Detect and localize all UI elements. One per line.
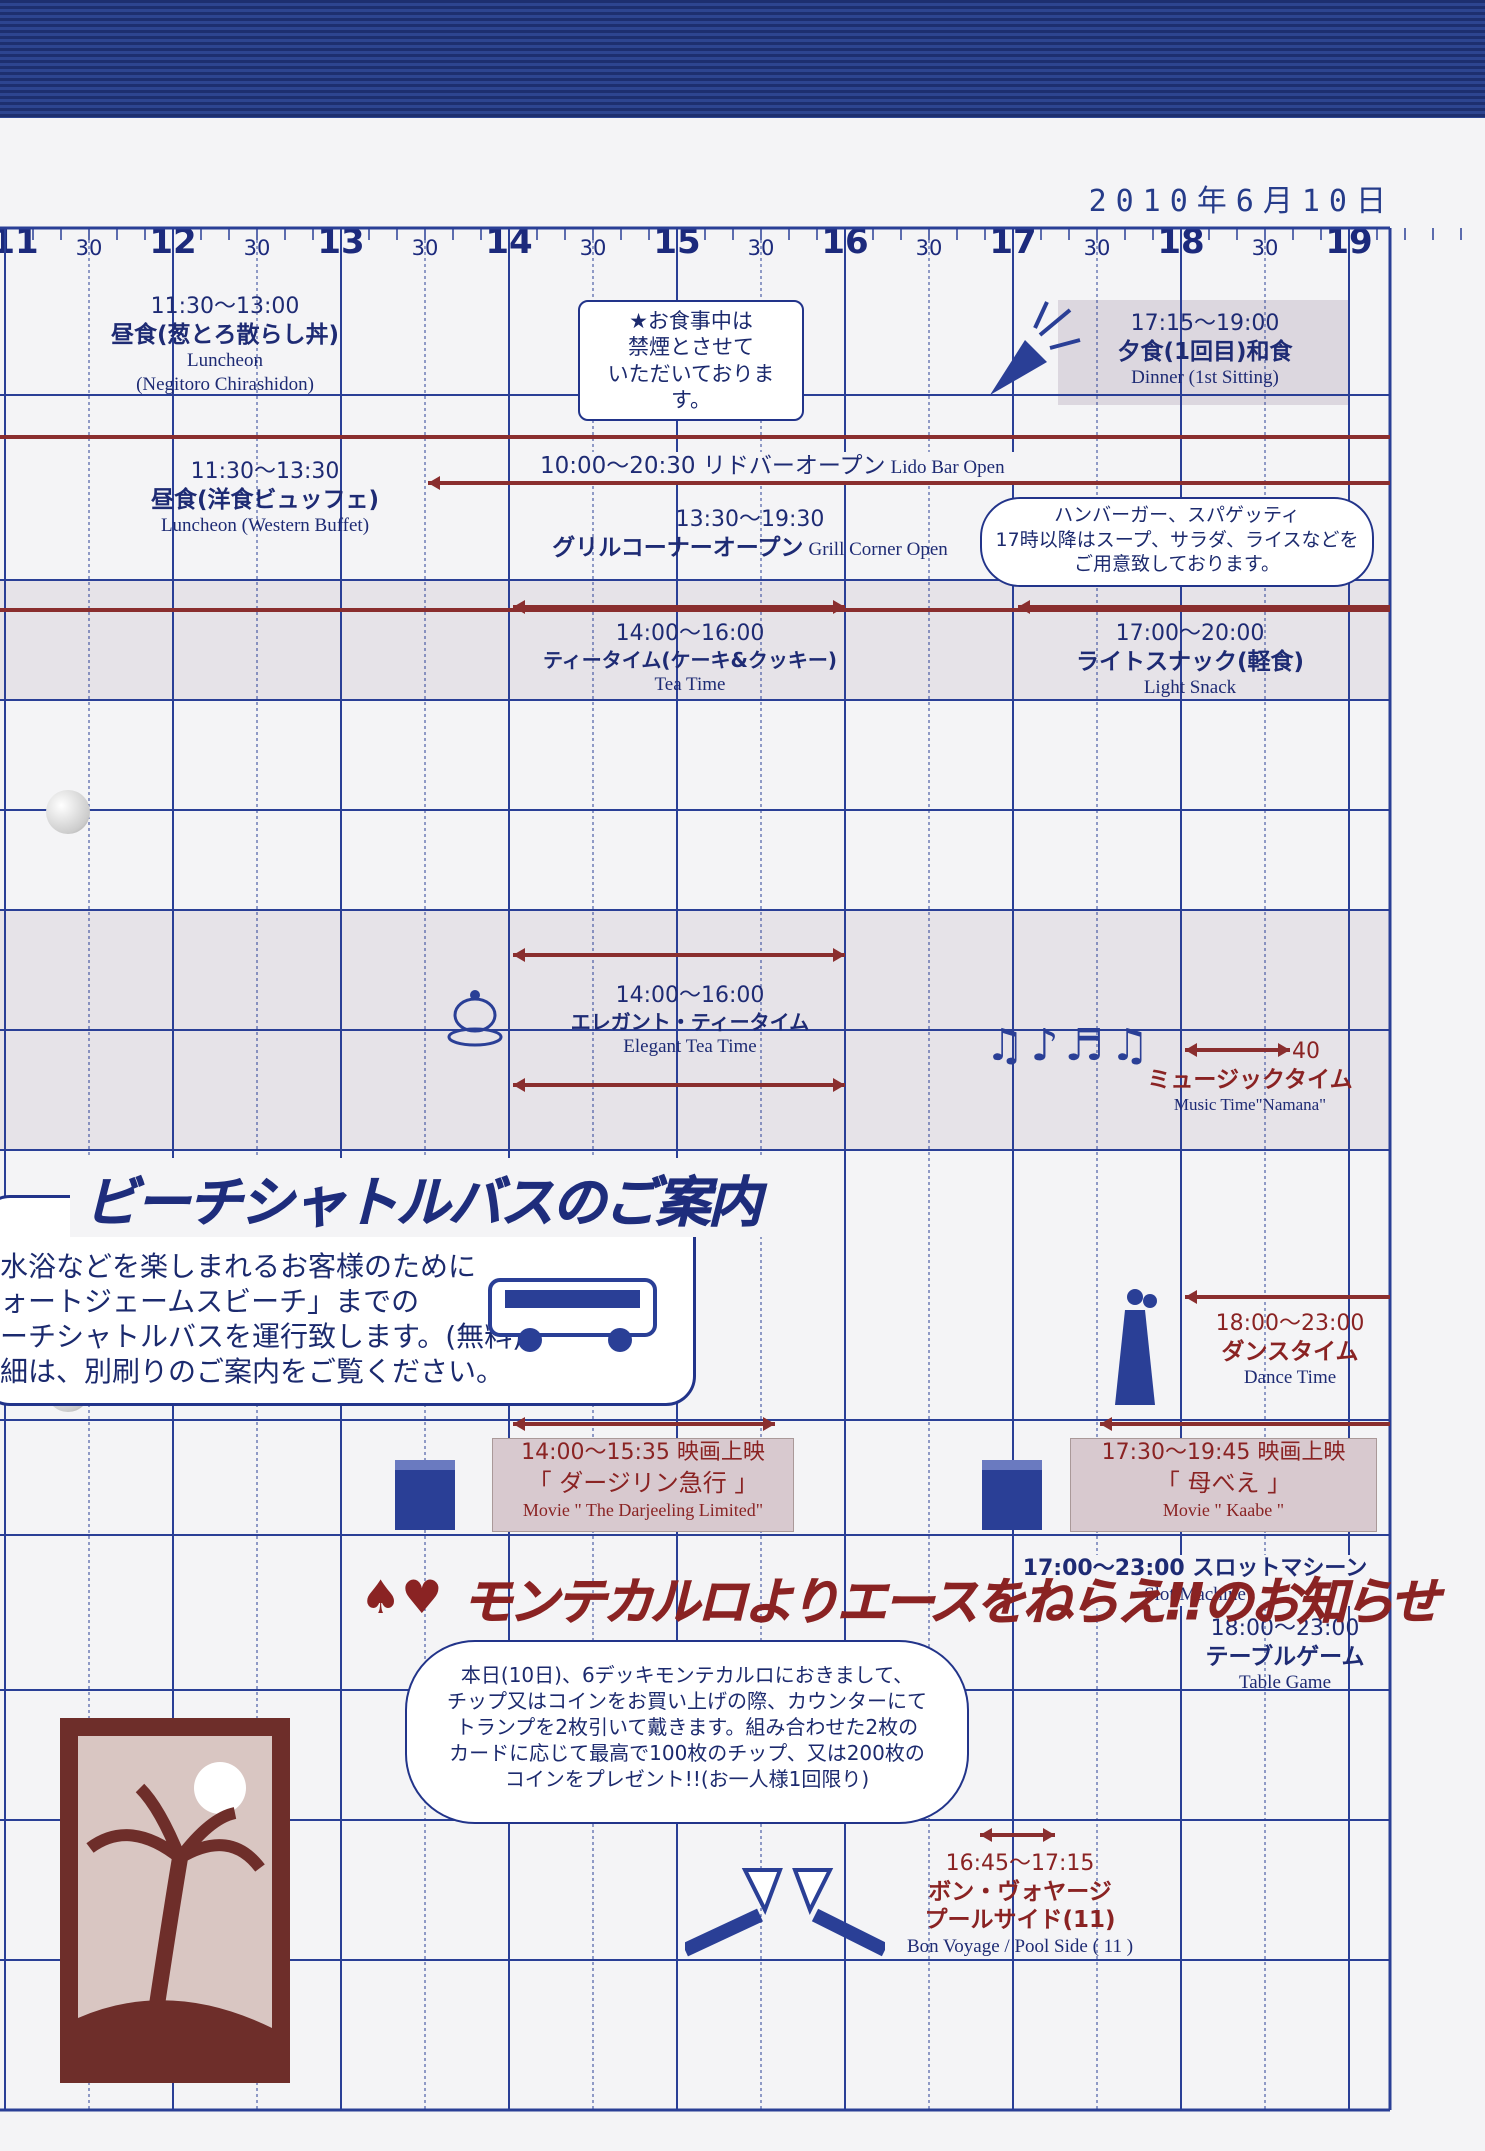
arrow-head <box>833 600 845 614</box>
arrow-head <box>1100 1417 1112 1431</box>
clapperboard-icon <box>982 1460 1042 1530</box>
shuttle-text: ォートジェームスビーチ」までの <box>0 1285 420 1318</box>
dancers-icon <box>1115 1289 1157 1405</box>
event-lunch-buffet: 11:30〜13:30 昼食(洋食ビュッフェ) Luncheon (Wester… <box>150 459 380 537</box>
arrow-head <box>1018 600 1030 614</box>
party-popper-icon <box>990 301 1081 395</box>
event-tea-time: 14:00〜16:00 ティータイム(ケーキ&クッキー) Tea Time <box>542 621 838 695</box>
teapot-icon <box>447 990 503 1047</box>
event-music: 40 ミュージックタイム Music Time"Namana" <box>1147 1039 1353 1115</box>
shade-dinner <box>1058 300 1348 405</box>
palm-tree-artwork <box>60 1718 290 2083</box>
arrow-head <box>763 1417 775 1431</box>
arrow-head <box>1185 1290 1197 1304</box>
arrow-head <box>513 948 525 962</box>
shuttle-text: 水浴などを楽しまれるお客様のために <box>0 1250 477 1283</box>
event-slot: 17:00〜23:00 スロットマシーン Slot Machine <box>1020 1555 1370 1607</box>
event-dance: 18:00〜23:00 ダンスタイム Dance Time <box>1215 1311 1365 1389</box>
event-lido-bar: 10:00〜20:30 リドバーオープン Lido Bar Open <box>540 452 1060 481</box>
arrow-head <box>428 476 440 490</box>
event-bon-voyage: 16:45〜17:15 ボン・ヴォヤージ プールサイド(11) Bon Voya… <box>906 1851 1134 1957</box>
shade-row-lunch <box>0 580 1390 700</box>
arrow-head <box>1278 1043 1290 1057</box>
arrow-head <box>513 600 525 614</box>
shuttle-title: ビーチシャトルバスのご案内 <box>70 1158 774 1237</box>
grill-note-bubble: ハンバーガー、スパゲッティ 17時以降はスープ、サラダ、ライスなどを ご用意致し… <box>980 497 1374 587</box>
arrow-head <box>1185 1043 1197 1057</box>
event-lunch-negitoro: 11:30〜13:00 昼食(葱とろ散らし丼) Luncheon (Negito… <box>110 294 340 395</box>
monte-carlo-title: モンテカルロよりエースをねらえ!!のお知らせ <box>461 1573 1440 1632</box>
clapperboard-icon <box>395 1460 455 1530</box>
arrow-head <box>1043 1828 1055 1842</box>
bus-icon <box>488 1278 657 1352</box>
arrow-head <box>513 1417 525 1431</box>
header-banner <box>0 0 1485 118</box>
shuttle-text: ーチシャトルバスを運行致します。(無料) <box>0 1320 524 1353</box>
event-dinner: 17:15〜19:00 夕食(1回目)和食 Dinner (1st Sittin… <box>1117 311 1293 389</box>
toast-glasses-icon <box>685 1868 885 1957</box>
arrow-head <box>513 1078 525 1092</box>
punch-hole <box>46 790 90 834</box>
event-table-game: 18:00〜23:00 テーブルゲーム Table Game <box>1205 1616 1365 1694</box>
event-movie-2: 17:30〜19:45 映画上映 「 母べえ 」 Movie " Kaabe " <box>1070 1438 1377 1532</box>
no-smoking-note: ★お食事中は 禁煙とさせて いただいております。 <box>578 300 804 421</box>
event-movie-1: 14:00〜15:35 映画上映 「 ダージリン急行 」 Movie " The… <box>492 1438 794 1532</box>
shuttle-text: 細は、別刷りのご案内をご覧ください。 <box>0 1355 505 1388</box>
arrow-head <box>833 948 845 962</box>
arrow-head <box>833 1078 845 1092</box>
music-notes-icon: ♫♪♬♫ <box>985 1020 1156 1071</box>
monte-carlo-bubble: 本日(10日)、6デッキモンテカルロにおきまして、 チップ又はコインをお買い上げ… <box>405 1640 969 1824</box>
event-light-snack: 17:00〜20:00 ライトスナック(軽食) Light Snack <box>1075 621 1305 699</box>
event-grill: 13:30〜19:30 グリルコーナーオープン Grill Corner Ope… <box>552 507 948 561</box>
event-elegant-tea: 14:00〜16:00 エレガント・ティータイム Elegant Tea Tim… <box>570 983 810 1057</box>
playing-cards-icon: ♠♥ <box>360 1570 443 1624</box>
arrow-head <box>980 1828 992 1842</box>
schedule-date: 2010年6月10日 <box>1088 184 1395 219</box>
